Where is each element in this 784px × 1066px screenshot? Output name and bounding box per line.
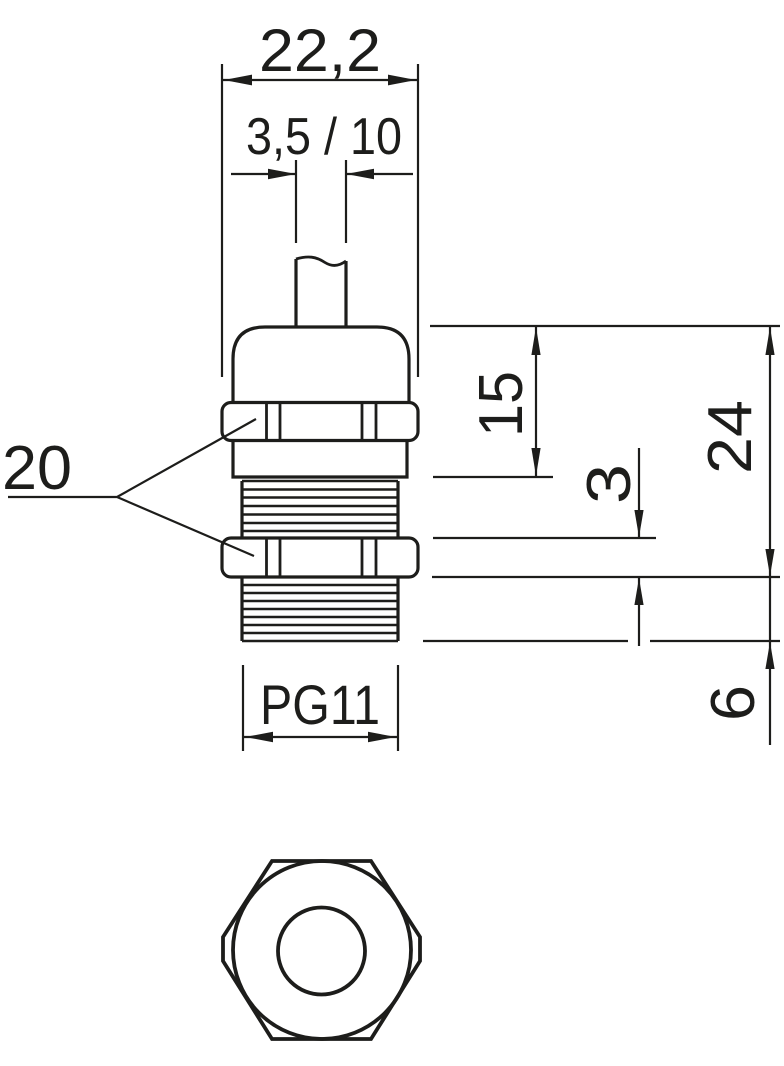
dimension-locknut-thickness: 3 (575, 448, 644, 646)
arrowhead-up-top (765, 327, 775, 355)
extension-lines-22-2 (220, 64, 420, 377)
callout-wrench-size: 20 (2, 418, 257, 558)
arrowhead-inward-left (268, 168, 296, 180)
dimension-label-overall-length: 24 (696, 400, 765, 474)
dimension-label-cap-diameter: 22,2 (259, 17, 381, 84)
arrowhead-down-mid (765, 549, 775, 576)
body-neck-outline (231, 440, 409, 479)
upper-thread-section (240, 479, 400, 538)
leader-lines-20 (8, 418, 257, 558)
locknut-hex-flats (265, 538, 378, 577)
arrowhead-down (634, 510, 644, 537)
cap-nut-outline (220, 400, 420, 443)
arrowhead-right (388, 74, 416, 86)
extension-lines-3-5-10 (294, 160, 348, 243)
lower-thread-lines (242, 583, 398, 643)
cable-stub-break-line (295, 255, 347, 267)
bore-circle (276, 905, 367, 997)
lower-thread-section (240, 577, 400, 643)
dimension-overall-and-thread-length: 24 6 (696, 326, 775, 745)
side-view (220, 255, 420, 643)
reference-lines-right (423, 324, 780, 643)
cap-circle (231, 859, 413, 1041)
dimension-upper-height: 15 (467, 326, 541, 477)
cap-nut-hex-flats (265, 403, 378, 440)
locknut-outline (220, 536, 420, 579)
arrowhead-up (634, 578, 644, 605)
cable-stub-sides (294, 259, 348, 328)
arrowhead-inward-right (346, 168, 374, 180)
dimension-cap-diameter: 22,2 (220, 17, 420, 377)
arrowhead-left (224, 74, 252, 86)
hex-nut-outline (221, 859, 422, 1041)
dimension-label-locknut-thickness: 3 (575, 464, 644, 504)
dimension-label-clamping-range: 3,5 / 10 (246, 108, 402, 166)
dimension-annotations: 22,2 3,5 / 10 20 15 (2, 17, 780, 751)
dimension-label-thread-length: 6 (699, 685, 768, 721)
dimension-label-upper-height: 15 (467, 371, 536, 437)
dimension-label-thread-size: PG11 (260, 673, 380, 736)
callout-label-wrench-size: 20 (2, 434, 72, 503)
arrowhead-up (531, 327, 541, 355)
dome-cap-outline (231, 325, 411, 403)
arrowhead-left (245, 731, 273, 743)
dimension-clamping-range: 3,5 / 10 (231, 108, 413, 243)
upper-thread-lines (242, 479, 398, 533)
arrowhead-up-bottom (765, 642, 775, 669)
arrowhead-down (531, 448, 541, 476)
dimension-thread-size: PG11 (241, 665, 400, 751)
bottom-view (221, 859, 422, 1041)
arrowhead-right (368, 731, 396, 743)
